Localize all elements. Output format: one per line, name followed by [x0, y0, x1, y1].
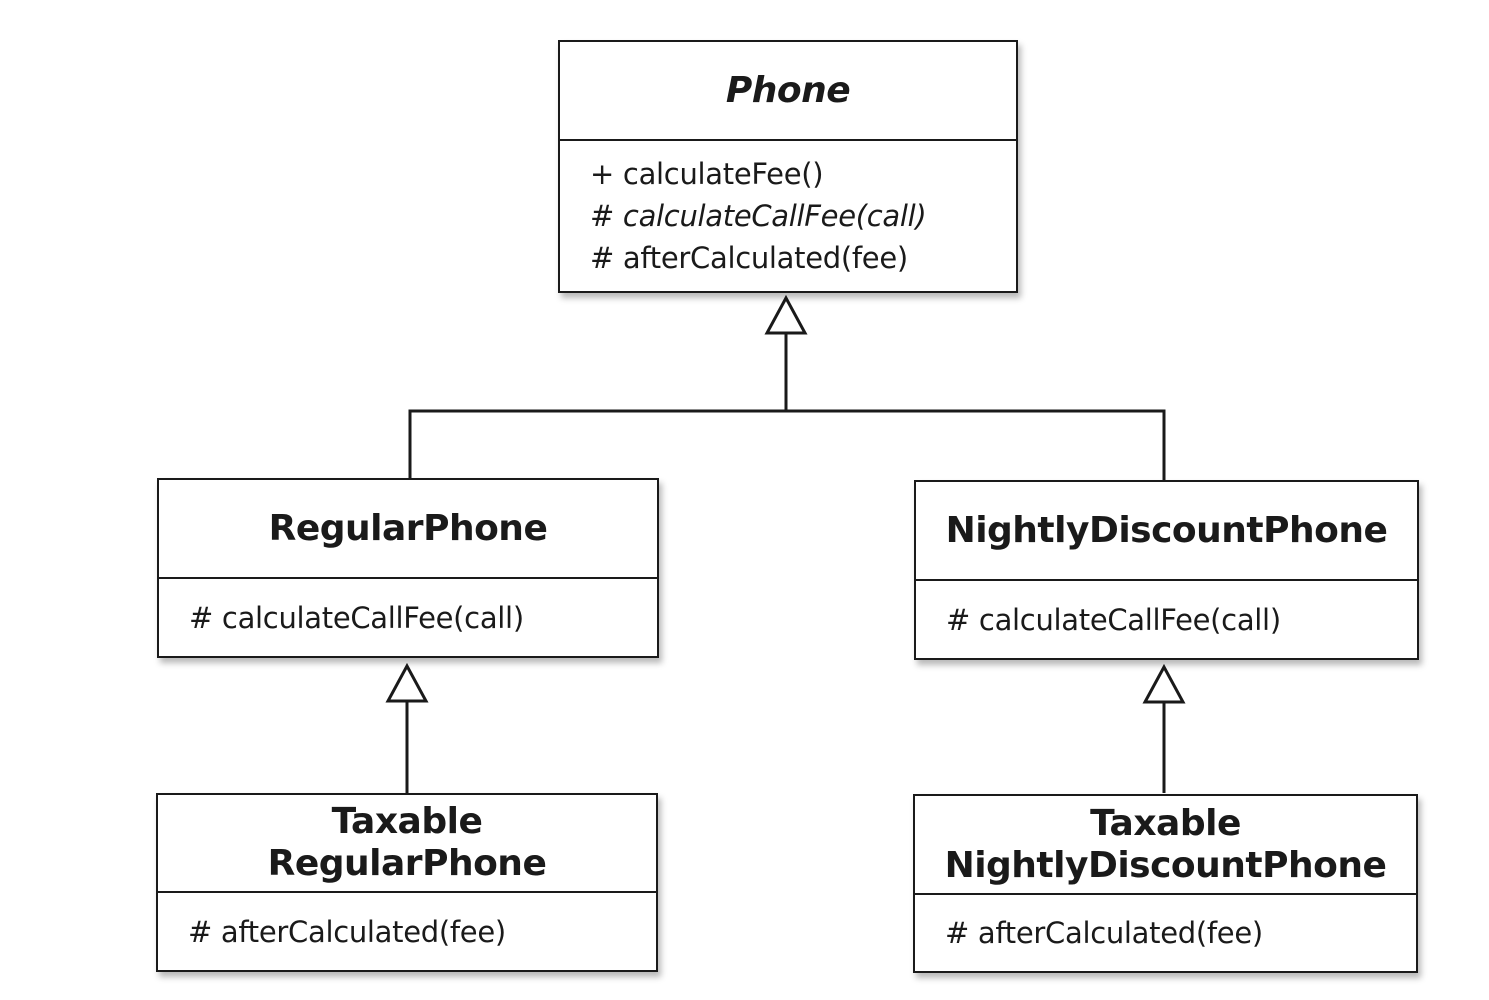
operation-visibility: # — [590, 241, 623, 275]
operation-visibility: # — [946, 602, 979, 637]
operations-compartment: # calculateCallFee(call) — [916, 581, 1417, 658]
operations-compartment: # afterCalculated(fee) — [915, 895, 1416, 971]
class-taxable-regular-phone: Taxable RegularPhone # afterCalculated(f… — [156, 793, 658, 972]
operation: # calculateCallFee(call) — [189, 597, 657, 639]
class-name-line-2: NightlyDiscountPhone — [944, 844, 1387, 886]
operations-compartment: # afterCalculated(fee) — [158, 893, 656, 970]
class-name: Taxable RegularPhone — [158, 795, 656, 893]
generalization-arrowhead-phone — [764, 294, 808, 335]
class-regular-phone: RegularPhone # calculateCallFee(call) — [157, 478, 659, 658]
class-name-line-1: Taxable — [1090, 802, 1241, 844]
class-phone: Phone + calculateFee() # calculateCallFe… — [558, 40, 1018, 293]
operation-abstract: # calculateCallFee(call) — [590, 195, 1016, 237]
operation-visibility: # — [945, 916, 978, 950]
operation-visibility: # — [188, 914, 221, 949]
class-name-line-1: Taxable — [331, 801, 483, 842]
operation-visibility: # — [590, 199, 623, 233]
operation-visibility: + — [590, 157, 623, 191]
operation-signature: calculateCallFee(call) — [622, 199, 927, 233]
class-name: Phone — [560, 42, 1016, 141]
generalization-line-phone-children — [408, 409, 1166, 480]
class-name: NightlyDiscountPhone — [916, 482, 1417, 581]
operation-signature: afterCalculated(fee) — [977, 916, 1263, 950]
operations-compartment: + calculateFee() # calculateCallFee(call… — [560, 141, 1016, 291]
operation: # calculateCallFee(call) — [946, 599, 1417, 641]
class-name-text: RegularPhone — [268, 507, 548, 549]
class-nightly-discount-phone: NightlyDiscountPhone # calculateCallFee(… — [914, 480, 1419, 660]
operation-signature: afterCalculated(fee) — [622, 241, 908, 275]
operation: # afterCalculated(fee) — [188, 911, 656, 953]
class-name-text: Phone — [725, 69, 851, 111]
class-taxable-nightly-discount-phone: Taxable NightlyDiscountPhone # afterCalc… — [913, 794, 1418, 973]
operation-signature: calculateCallFee(call) — [978, 602, 1281, 637]
class-name: RegularPhone — [159, 480, 657, 579]
class-name: Taxable NightlyDiscountPhone — [915, 796, 1416, 895]
operation: # afterCalculated(fee) — [945, 912, 1416, 954]
operation: + calculateFee() — [590, 153, 1016, 195]
operation-signature: calculateFee() — [622, 157, 824, 191]
operation: # afterCalculated(fee) — [590, 237, 1016, 279]
operation-signature: afterCalculated(fee) — [220, 914, 506, 949]
operation-signature: calculateCallFee(call) — [221, 600, 524, 635]
operations-compartment: # calculateCallFee(call) — [159, 579, 657, 656]
generalization-arrowhead-nightly — [1142, 663, 1186, 704]
class-name-line-2: RegularPhone — [267, 843, 547, 884]
operation-visibility: # — [189, 600, 222, 635]
generalization-arrowhead-regular — [385, 662, 429, 703]
class-name-text: NightlyDiscountPhone — [945, 509, 1388, 551]
